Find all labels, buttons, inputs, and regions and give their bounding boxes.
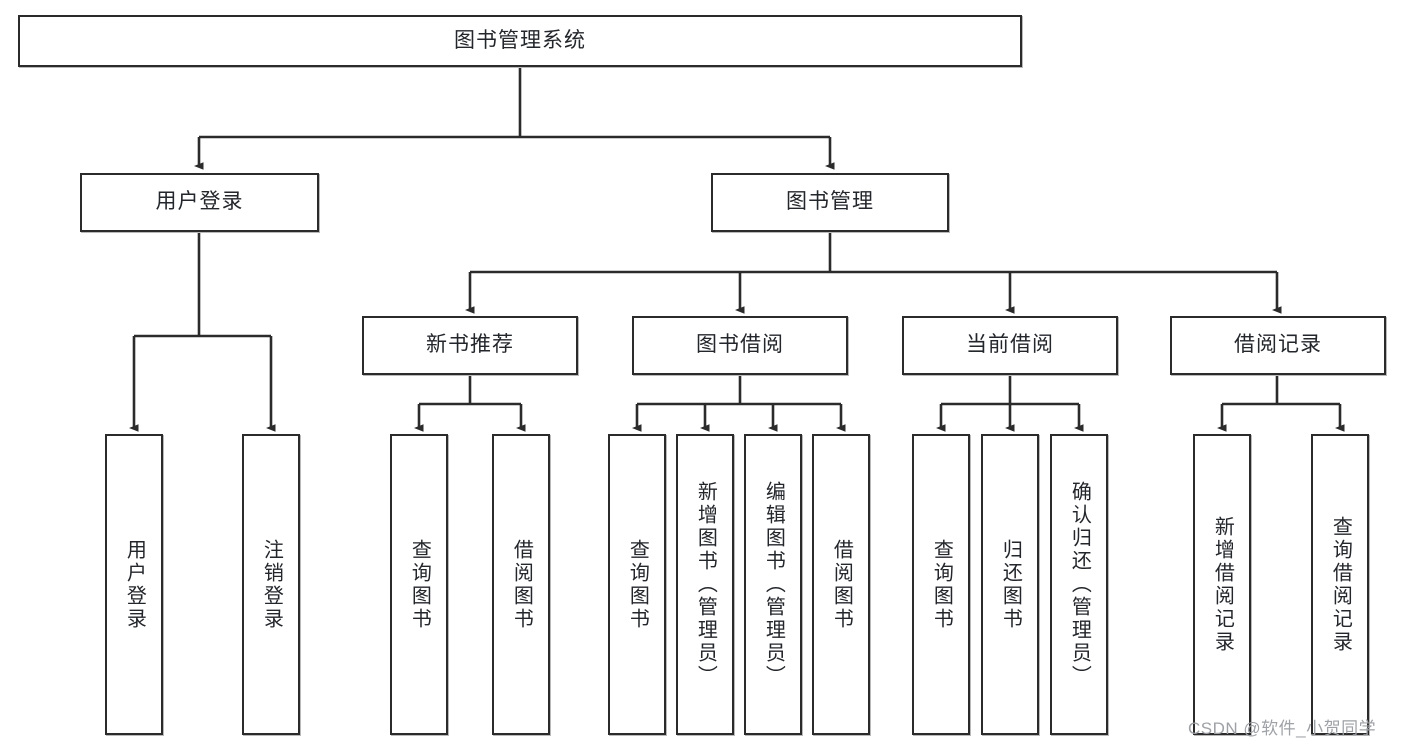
node-label: 新增图书（管理员）	[694, 481, 717, 688]
node-leaf-query-book-current[interactable]: 查询图书	[912, 434, 970, 735]
node-leaf-add-book-admin[interactable]: 新增图书（管理员）	[676, 434, 734, 735]
node-leaf-user-login[interactable]: 用户登录	[105, 434, 163, 735]
node-label: 新书推荐	[426, 333, 514, 357]
node-book-borrow[interactable]: 图书借阅	[632, 316, 848, 375]
node-label: 借阅记录	[1234, 333, 1322, 357]
node-leaf-query-book-recommend[interactable]: 查询图书	[390, 434, 448, 735]
node-label: 新增借阅记录	[1211, 515, 1234, 654]
node-leaf-query-borrow-record[interactable]: 查询借阅记录	[1311, 434, 1369, 735]
node-label: 查询借阅记录	[1329, 515, 1352, 654]
node-user-login[interactable]: 用户登录	[80, 173, 319, 232]
node-label: 图书借阅	[696, 333, 784, 357]
node-leaf-borrow-book-recommend[interactable]: 借阅图书	[492, 434, 550, 735]
node-borrow-record[interactable]: 借阅记录	[1170, 316, 1386, 375]
node-label: 用户登录	[155, 190, 244, 214]
csdn-watermark: CSDN @软件_小贺同学	[1188, 719, 1377, 738]
node-leaf-logout[interactable]: 注销登录	[242, 434, 300, 735]
node-label: 借阅图书	[510, 538, 533, 631]
node-leaf-edit-book-admin[interactable]: 编辑图书（管理员）	[744, 434, 802, 735]
node-leaf-add-borrow-record[interactable]: 新增借阅记录	[1193, 434, 1251, 735]
node-label: 编辑图书（管理员）	[762, 481, 785, 688]
node-label: 注销登录	[260, 538, 283, 631]
node-label: 当前借阅	[966, 333, 1054, 357]
node-label: 借阅图书	[830, 538, 853, 631]
node-current-borrow[interactable]: 当前借阅	[902, 316, 1118, 375]
node-leaf-confirm-return-admin[interactable]: 确认归还（管理员）	[1050, 434, 1108, 735]
node-label: 图书管理系统	[454, 28, 586, 52]
node-label: 查询图书	[408, 538, 431, 631]
node-label: 查询图书	[626, 538, 649, 631]
node-book-management[interactable]: 图书管理	[711, 173, 949, 232]
node-label: 确认归还（管理员）	[1068, 481, 1091, 688]
node-label: 归还图书	[999, 538, 1022, 631]
node-new-book-recommend[interactable]: 新书推荐	[362, 316, 578, 375]
node-label: 用户登录	[123, 538, 146, 631]
node-leaf-borrow-book[interactable]: 借阅图书	[812, 434, 870, 735]
node-label: 图书管理	[786, 190, 874, 214]
node-label: 查询图书	[930, 538, 953, 631]
node-leaf-return-book[interactable]: 归还图书	[981, 434, 1039, 735]
node-root-system[interactable]: 图书管理系统	[18, 15, 1022, 67]
node-leaf-query-book-borrow[interactable]: 查询图书	[608, 434, 666, 735]
